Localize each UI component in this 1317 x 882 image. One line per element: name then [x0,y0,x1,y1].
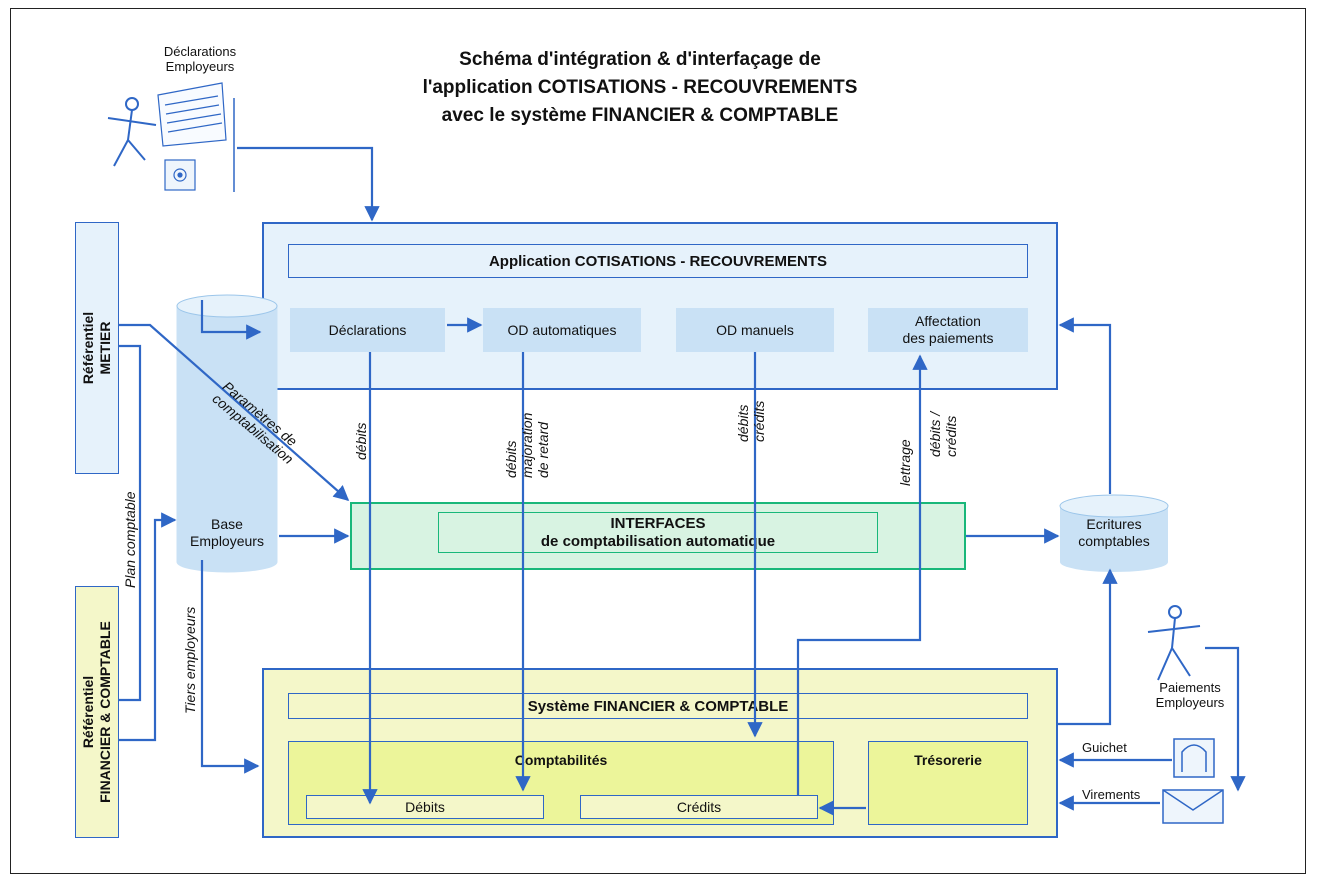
tresorerie-title: Trésorerie [914,752,982,768]
debits-box: Débits [306,795,544,819]
debits-label-1: débits [353,422,369,460]
lettrage-line-1: lettrage [897,439,913,486]
guichet-icon [1173,738,1215,778]
guichet-label: Guichet [1082,740,1127,755]
maj-line-2: majoration [519,412,535,478]
module-declarations: Déclarations [290,308,445,352]
ecr-line-2: comptables [1078,533,1150,549]
lettrage-line-2: débits / [927,411,943,457]
decl-line-2: Employeurs [165,59,235,74]
decl-line-1: Déclarations [163,44,237,59]
base-line-1: Base [211,516,243,532]
paiements-employeurs-label: Paiements Employeurs [1150,680,1230,710]
virements-label: Virements [1082,787,1141,802]
interfaces-label: INTERFACES de comptabilisation automatiq… [438,512,878,553]
affectation-line-1: Affectation [915,313,981,329]
diagram-frame [10,8,1306,874]
credits-box: Crédits [580,795,818,819]
arrow-base-to-app [200,300,262,340]
base-line-2: Employeurs [190,533,264,549]
interfaces-line-2: de comptabilisation automatique [540,532,776,550]
disk-icon [164,159,196,191]
ecritures-comptables-store [1059,494,1169,572]
document-icon [157,82,227,147]
paie-line-2: Employeurs [1155,695,1225,710]
debits-majoration-label: débits majoration de retard [503,413,551,478]
module-affectation-paiements: Affectation des paiements [868,308,1028,352]
arrow-ecritures-to-app [1058,317,1112,494]
dc-line-2: crédits [751,400,767,442]
referentiel-financier: Référentiel FINANCIER & COMPTABLE [75,586,119,838]
stick-figure-icon [107,97,157,167]
referentiel-metier: Référentiel METIER [75,222,119,474]
stick-figure-icon [1147,605,1201,681]
module-od-manuels: OD manuels [676,308,834,352]
title-line-3: avec le système FINANCIER & COMPTABLE [441,105,839,126]
dc-line-1: débits [735,404,751,442]
envelope-icon [1162,789,1224,824]
tiers-employeurs-label: Tiers employeurs [182,606,198,714]
tresorerie-box: Trésorerie [868,741,1028,825]
line-plan-comptable [119,344,142,702]
declarations-employeurs-label: Déclarations Employeurs [150,44,250,74]
debits-credits-lettrage-label: débits / crédits [927,412,959,457]
base-employeurs-label: Base Employeurs [177,516,277,550]
module-od-automatiques: OD automatiques [483,308,641,352]
comptabilites-title: Comptabilités [514,752,608,768]
title-line-1: Schéma d'intégration & d'interfaçage de [459,49,821,70]
arrow-parametres [119,323,350,502]
debits-credits-label: débits crédits [735,401,767,442]
arrow-declarations-in [237,146,380,222]
lettrage-line-3: crédits [943,415,959,457]
affectation-line-2: des paiements [902,330,994,346]
arrow-ref-to-base [119,512,177,742]
plan-comptable-label: Plan comptable [122,491,138,588]
arrow-paiements [1205,646,1246,792]
arrow-tiers [200,560,260,774]
title-line-2: l'application COTISATIONS - RECOUVREMENT… [422,77,858,98]
diagram-title: Schéma d'intégration & d'interfaçage de … [330,46,950,130]
arrow-lettrage [796,354,928,795]
ecr-line-1: Ecritures [1086,516,1142,532]
ecritures-comptables-label: Ecritures comptables [1060,516,1168,550]
maj-line-3: de retard [535,421,551,478]
arrow-sys-to-ecritures [1058,568,1118,726]
systeme-title: Système FINANCIER & COMPTABLE [288,693,1028,719]
maj-line-1: débits [503,440,519,478]
interfaces-line-1: INTERFACES [610,514,706,532]
application-title: Application COTISATIONS - RECOUVREMENTS [288,244,1028,278]
paie-line-1: Paiements [1159,680,1221,695]
lettrage-label: lettrage [897,439,913,486]
